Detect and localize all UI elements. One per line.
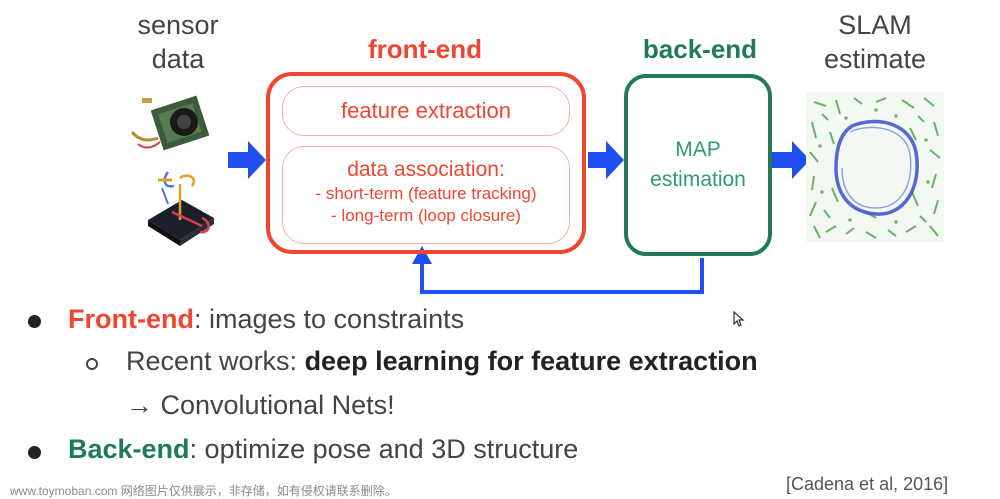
- sub-bullet-ring: [86, 358, 98, 370]
- back-end-desc: : optimize pose and 3D structure: [189, 434, 579, 464]
- map-label: MAP: [675, 138, 721, 161]
- watermark-text: www.toymoban.com 网络图片仅供展示，非存储，如有侵权请联系删除。: [10, 484, 397, 498]
- recent-works-prefix: Recent works:: [126, 346, 305, 376]
- association-item-long-term: - long-term (loop closure): [331, 206, 521, 225]
- back-end-box: MAP estimation: [624, 74, 772, 256]
- slam-estimate-map: [806, 92, 944, 242]
- citation: [Cadena et al, 2016]: [786, 474, 949, 494]
- arrow-sensor-to-frontend: [228, 141, 266, 179]
- bullet-front-end: Front-end: images to constraints: [68, 304, 464, 335]
- bullet-dot-2: [28, 446, 41, 459]
- association-item-short-term: - short-term (feature tracking): [315, 184, 537, 203]
- back-end-title: back-end: [642, 34, 758, 64]
- sub-bullet-conv-nets: → Convolutional Nets!: [126, 390, 395, 420]
- front-end-desc: : images to constraints: [193, 304, 465, 334]
- front-end-term: Front-end: [68, 304, 194, 334]
- bullet-back-end: Back-end: optimize pose and 3D structure: [68, 434, 578, 465]
- sensor-icons: [130, 95, 214, 246]
- slam-estimate-title: SLAM estimate: [800, 8, 950, 76]
- feedback-loop-arrow: [420, 258, 704, 294]
- mouse-cursor-icon: [733, 310, 745, 327]
- front-end-title: front-end: [367, 34, 483, 64]
- feedback-arrowhead: [412, 246, 432, 264]
- arrow-backend-to-estimate: [772, 141, 810, 179]
- sensor-title-line1: sensor: [137, 10, 219, 40]
- sub-bullet-recent-works: Recent works: deep learning for feature …: [126, 346, 758, 377]
- estimate-title-line2: estimate: [823, 44, 927, 74]
- feature-extraction-box: feature extraction: [282, 86, 570, 136]
- estimation-label: estimation: [650, 168, 746, 191]
- imu-icon: [148, 171, 214, 246]
- estimate-title-line1: SLAM: [838, 10, 912, 40]
- sensor-data-title: sensor data: [118, 8, 238, 76]
- arrow-frontend-to-backend: [588, 141, 624, 179]
- sensor-title-line2: data: [151, 44, 205, 74]
- data-association-title: data association:: [347, 158, 505, 181]
- data-association-box: data association: - short-term (feature …: [282, 146, 570, 244]
- bullet-dot-1: [28, 315, 41, 328]
- camera-icon: [130, 95, 210, 151]
- front-end-box: feature extraction data association: - s…: [266, 72, 586, 254]
- recent-works-bold: deep learning for feature extraction: [304, 346, 758, 376]
- back-end-term: Back-end: [68, 434, 190, 464]
